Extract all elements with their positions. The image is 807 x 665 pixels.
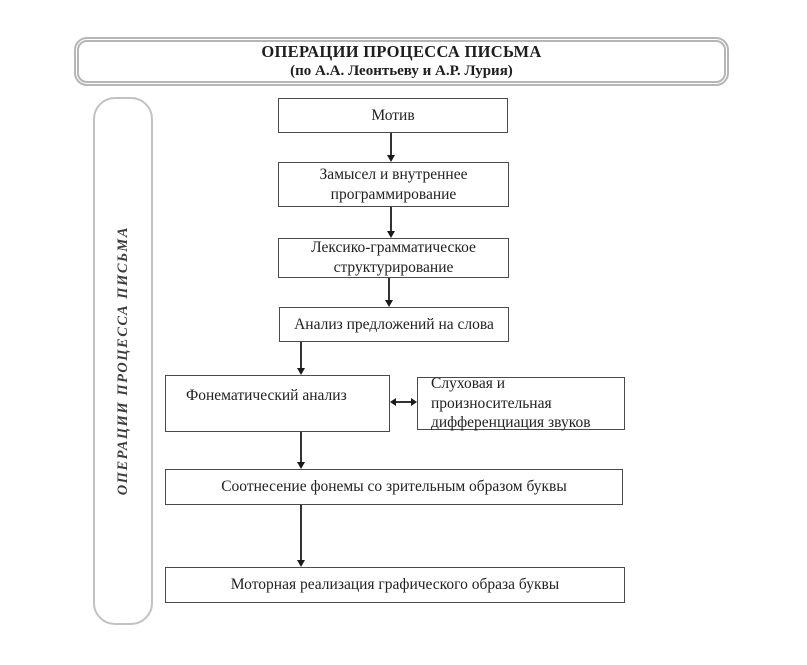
- arrow-down-analysis-to-phonemic: [300, 342, 302, 368]
- sidebar-vertical-label: ОПЕРАЦИИ ПРОЦЕССА ПИСЬМА: [114, 226, 131, 496]
- node-sentence-word-analysis: Анализ предложений на слова: [279, 307, 509, 342]
- diagram-title: ОПЕРАЦИИ ПРОЦЕССА ПИСЬМА: [261, 42, 542, 61]
- node-auditory-pronunciation-differentiation: Слуховая и произносительная дифференциац…: [417, 375, 625, 431]
- node-intent-inner-programming: Замысел и внутреннее программирование: [278, 162, 509, 207]
- arrow-down-motive-to-intent: [390, 133, 392, 155]
- node-motor-realization: Моторная реализация графического образа …: [165, 567, 625, 603]
- arrow-down-lexical-to-analysis: [388, 278, 390, 300]
- diagram-title-banner: ОПЕРАЦИИ ПРОЦЕССА ПИСЬМА (по А.А. Леонть…: [74, 37, 729, 86]
- arrow-down-intent-to-lexical: [390, 207, 392, 231]
- diagram-subtitle: (по А.А. Леонтьеву и А.Р. Лурия): [290, 63, 513, 79]
- arrow-double-phonemic-auditory: [396, 401, 411, 403]
- node-phonemic-analysis: Фонематический анализ: [165, 375, 390, 432]
- node-motive: Мотив: [278, 98, 508, 133]
- node-lexico-grammatical-structuring: Лексико-грамматическое структурирование: [278, 238, 509, 278]
- sidebar-pill: ОПЕРАЦИИ ПРОЦЕССА ПИСЬМА: [93, 97, 153, 625]
- arrow-down-correlation-to-motor: [300, 505, 302, 560]
- node-phoneme-letter-correlation: Соотнесение фонемы со зрительным образом…: [165, 469, 623, 505]
- arrow-down-phonemic-to-correlation: [300, 432, 302, 462]
